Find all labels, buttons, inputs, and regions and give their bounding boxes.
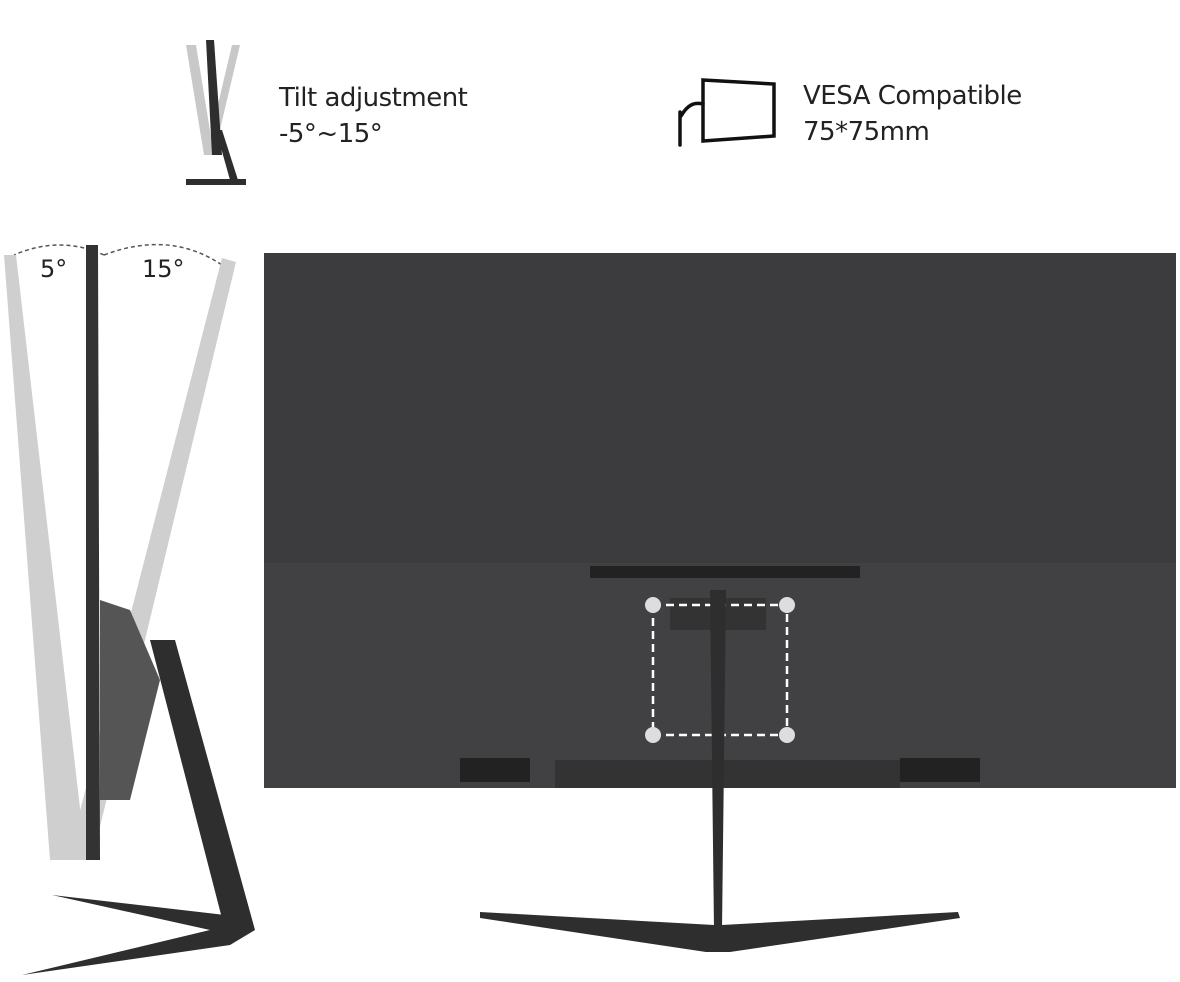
rear-view-monitor (264, 253, 1176, 952)
vesa-feature-title: VESA Compatible (803, 81, 1022, 111)
forward-tilt-angle-label: 15° (142, 255, 185, 283)
tilt-feature-title: Tilt adjustment (279, 83, 468, 113)
vesa-feature-size: 75*75mm (803, 117, 930, 147)
side-view-monitor (4, 243, 255, 975)
back-tilt-angle-label: 5° (40, 255, 68, 283)
wall-mount-monitor-icon (678, 78, 776, 147)
tilt-feature-range: -5°~15° (279, 119, 383, 149)
tilt-monitor-icon (186, 40, 246, 185)
